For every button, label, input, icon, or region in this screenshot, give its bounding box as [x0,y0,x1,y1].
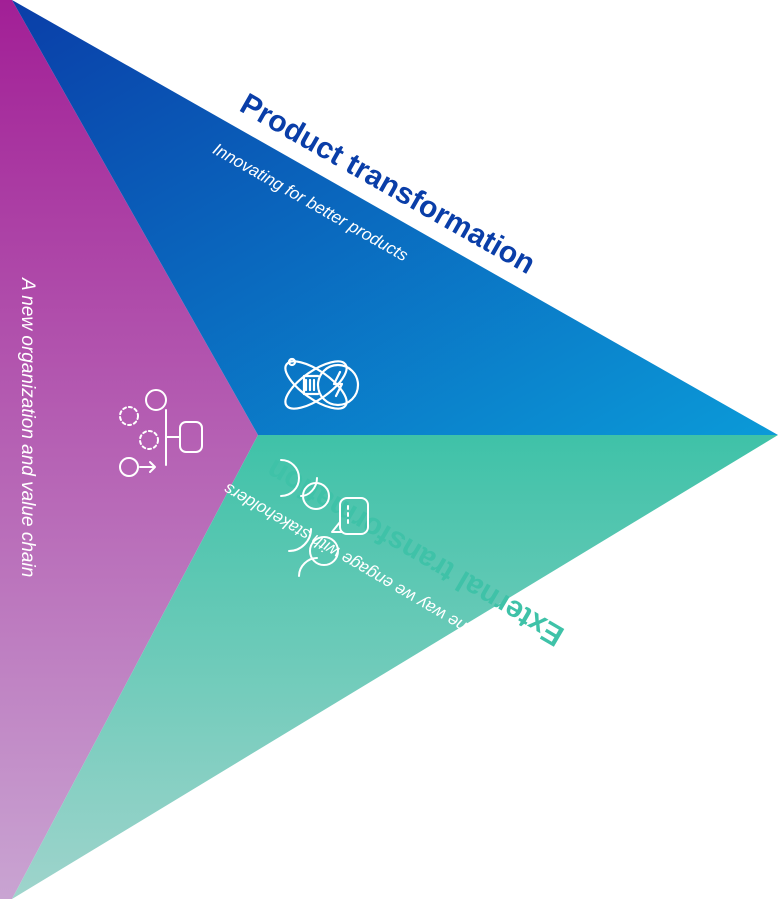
people-chat-icon [280,459,369,577]
org-flow-icon [119,389,203,477]
product-panel [12,0,778,435]
organization-panel [0,0,258,899]
organization-title: A new organization and value chain [17,277,38,577]
external-panel [12,435,778,899]
lightbulb-atom-icon [284,357,360,410]
